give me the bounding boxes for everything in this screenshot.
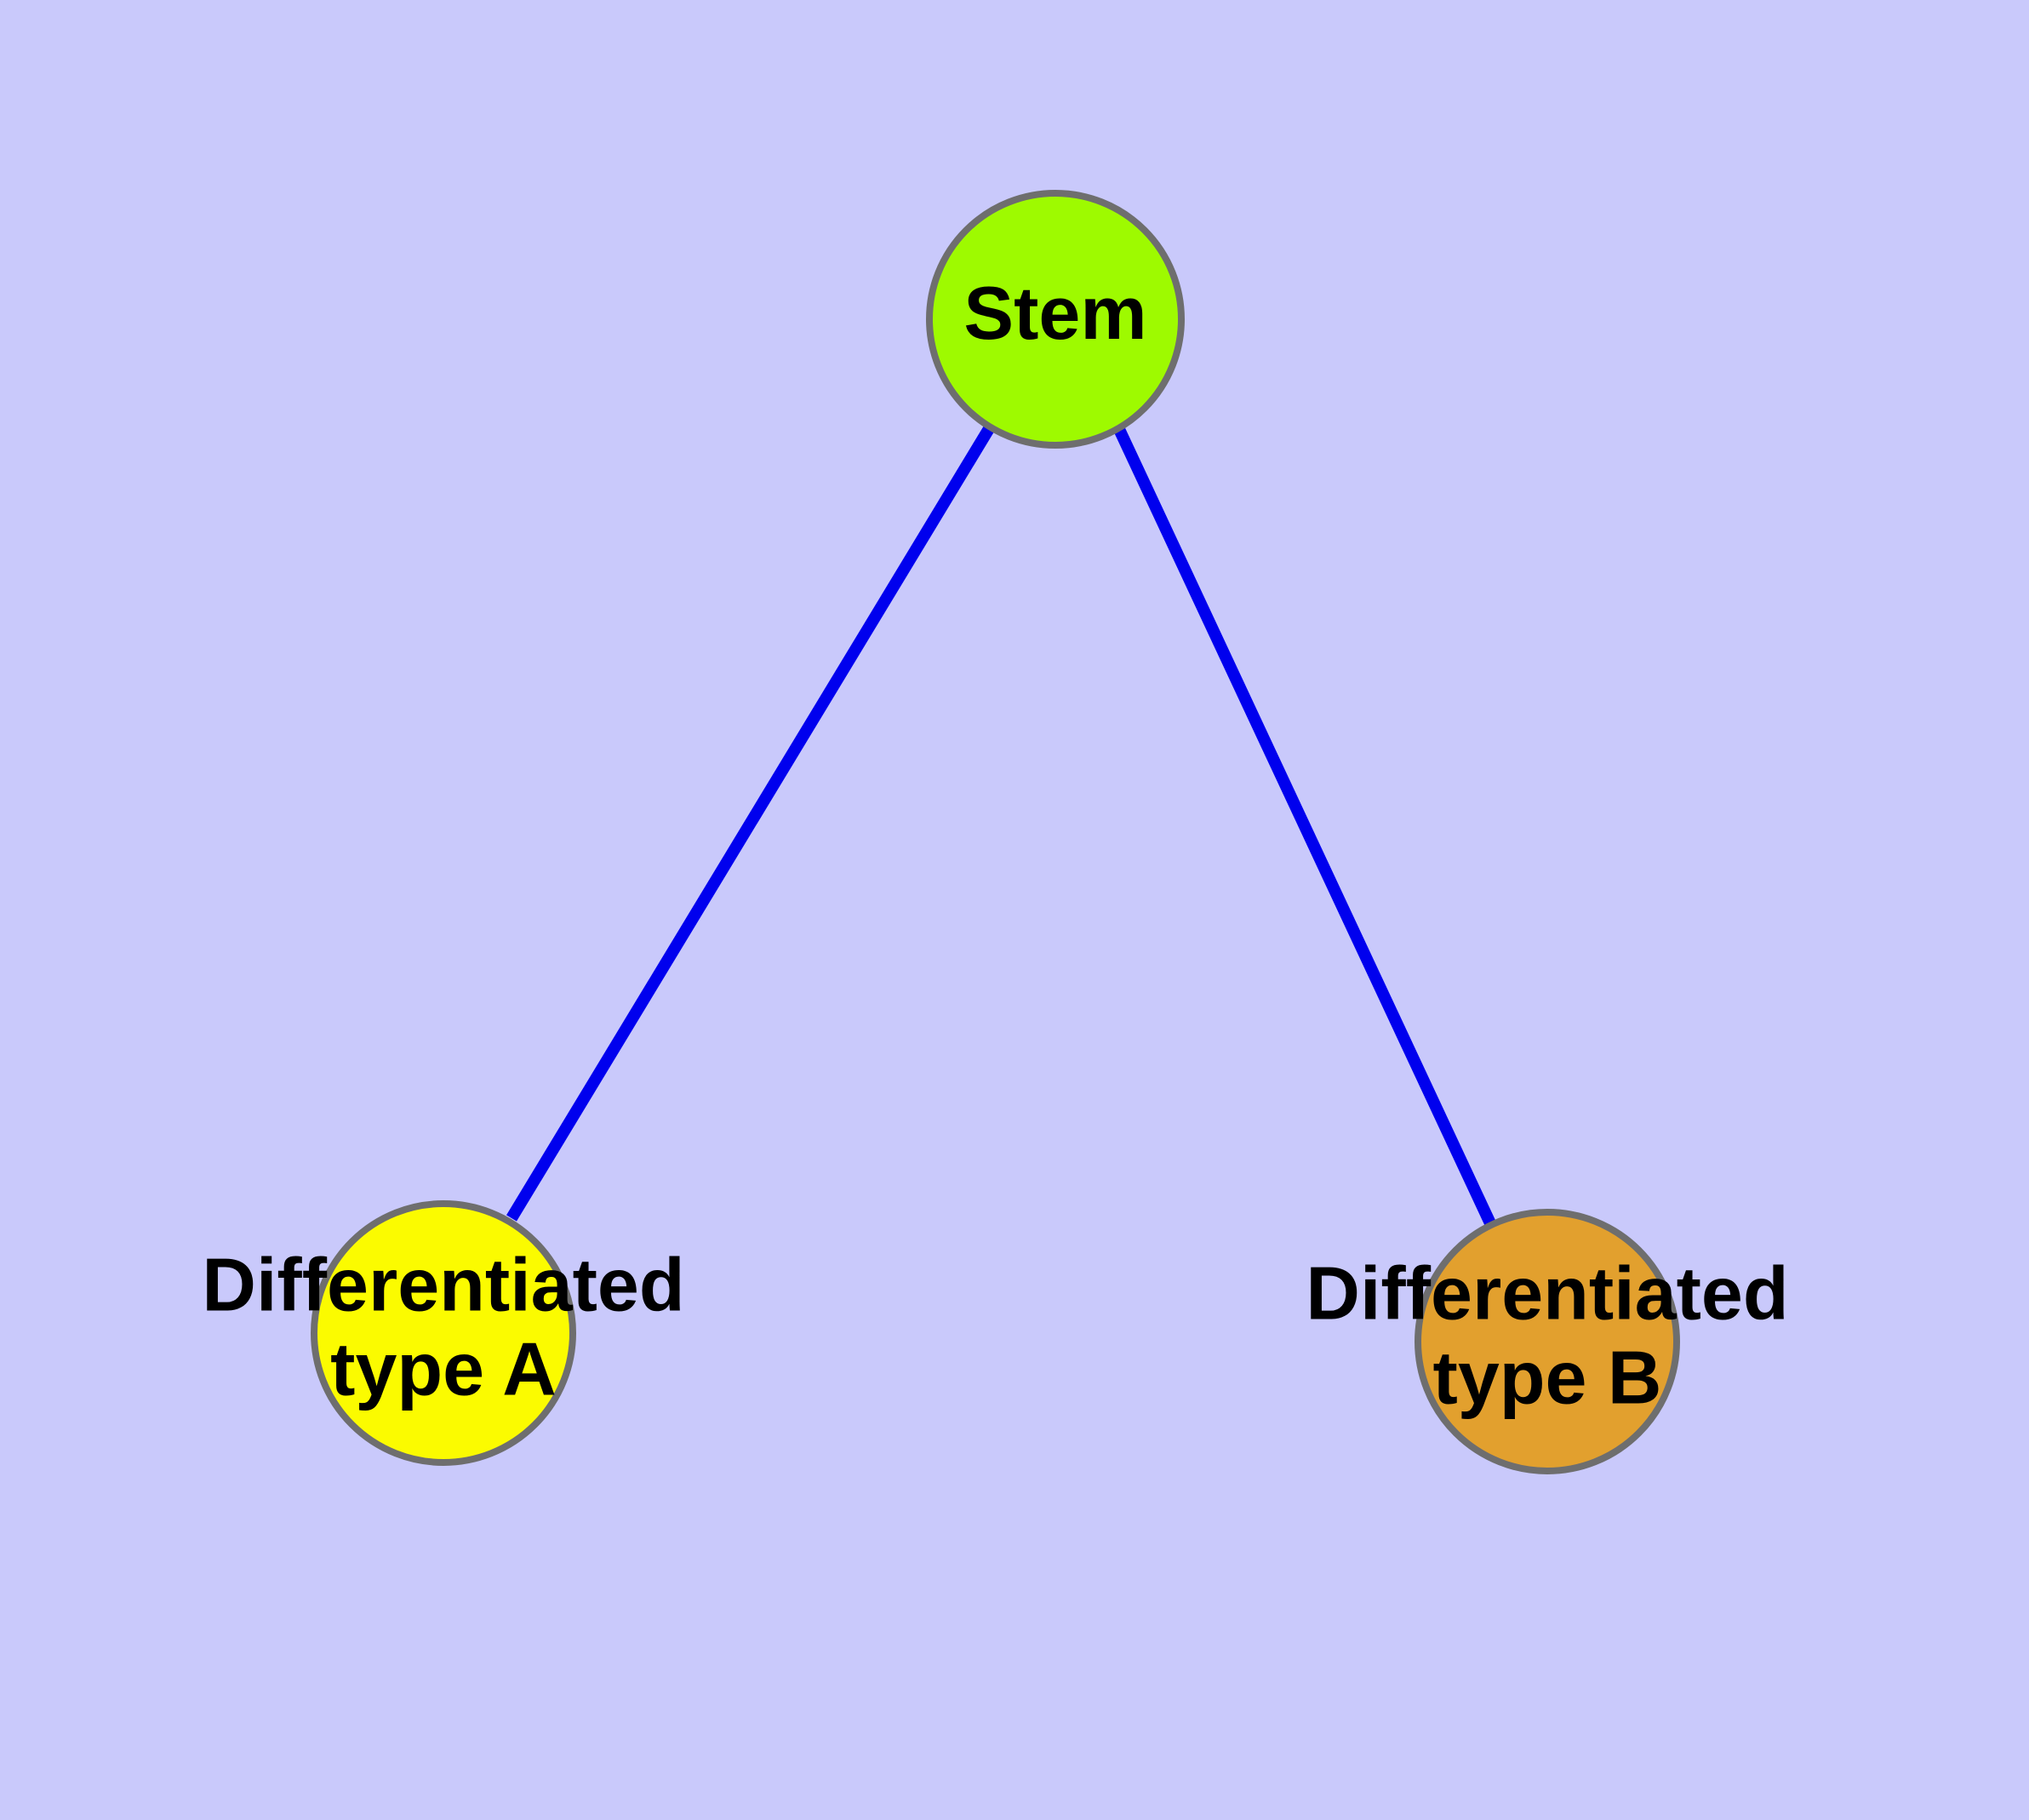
node-label-line: type B — [1433, 1336, 1662, 1420]
nodes-layer — [311, 190, 1680, 1474]
node-label-line: Differentiated — [1306, 1251, 1788, 1336]
node-stem[interactable] — [926, 190, 1185, 449]
node-label-line: Stem — [963, 271, 1146, 355]
edge-stem-to-diff-a[interactable] — [506, 424, 995, 1222]
edges-layer — [506, 423, 1496, 1226]
node-label-stem: Stem — [963, 271, 1146, 355]
node-label-line: type A — [330, 1327, 557, 1411]
edge-stem-to-diff-b[interactable] — [1112, 423, 1496, 1226]
node-diff-a[interactable] — [311, 1200, 576, 1466]
node-label-line: Differentiated — [202, 1243, 684, 1327]
node-diff-b[interactable] — [1415, 1209, 1680, 1474]
